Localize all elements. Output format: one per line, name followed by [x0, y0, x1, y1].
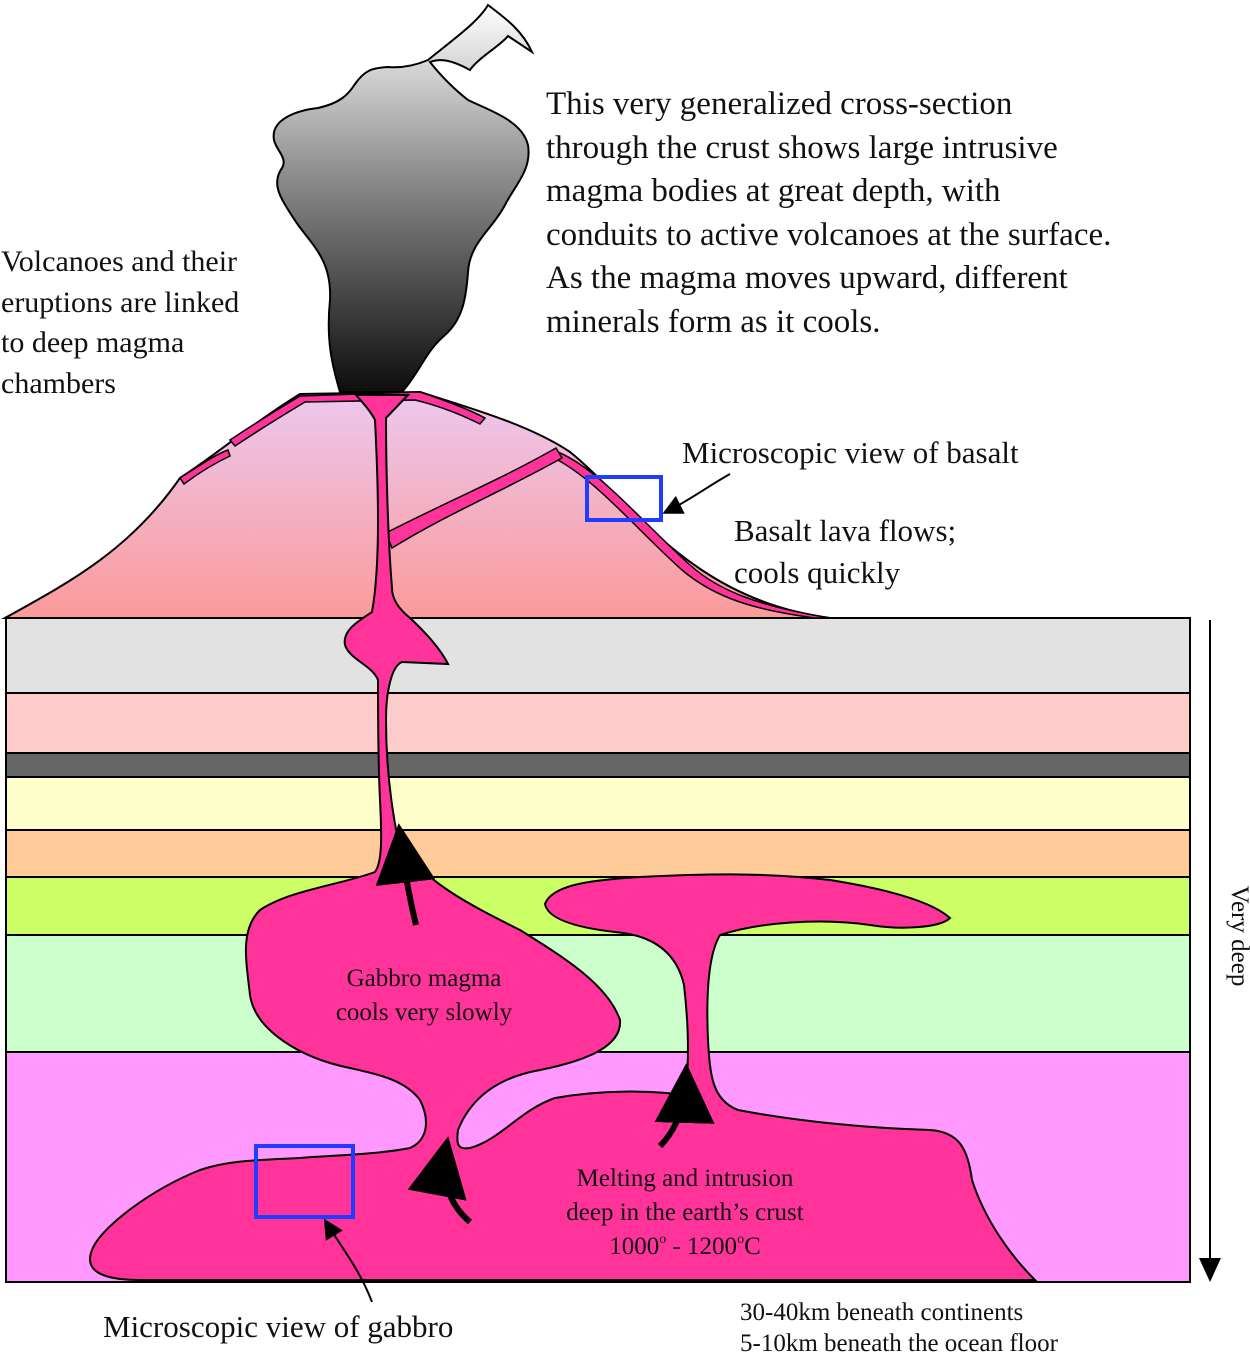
caption-line: minerals form as it cools.	[546, 303, 881, 340]
melting-line: deep in the earth’s crust	[566, 1199, 804, 1226]
left-flank-lava	[178, 449, 231, 486]
upflow-arrow-chamber	[407, 1136, 472, 1225]
volcano-note-line: Volcanoes and their	[1, 245, 238, 278]
gabbro-view-label: Microscopic view of gabbro	[103, 1309, 454, 1344]
volcano-note-line: to deep magma	[1, 326, 185, 359]
layer-3-dark	[5, 752, 1191, 778]
depth-note-line: 30-40km beneath continents	[740, 1299, 1024, 1326]
melting-line: Melting and intrusion	[576, 1165, 794, 1192]
upflow-arrow-sill	[654, 1063, 715, 1149]
caption-line: through the crust shows large intrusive	[546, 129, 1058, 166]
gabbro-magma-label: Gabbro magma cools very slowly	[300, 962, 548, 1030]
branch-conduit	[385, 446, 564, 550]
gabbro-leader-arrow	[323, 1218, 373, 1303]
basalt-view-label: Microscopic view of basalt	[682, 435, 1019, 470]
summit-lava	[228, 391, 487, 447]
main-magma-body	[89, 394, 1038, 1281]
gabbro-magma-line: Gabbro magma	[346, 965, 502, 992]
caption-text: This very generalized cross-section thro…	[546, 83, 1111, 344]
volcano-note: Volcanoes and their eruptions are linked…	[1, 242, 239, 404]
volcano-note-line: chambers	[1, 366, 116, 400]
temp-high: - 1200	[666, 1233, 738, 1260]
basalt-flows-line: Basalt lava flows;	[734, 513, 957, 548]
caption-line: As the magma moves upward, different	[546, 260, 1068, 296]
caption-line: This very generalized cross-section	[546, 86, 1013, 122]
degree-mark: o	[659, 1232, 667, 1247]
depth-notes: 30-40km beneath continents 5-10km beneat…	[740, 1297, 1058, 1359]
ash-plume	[272, 3, 535, 393]
temp-low: 1000	[609, 1233, 660, 1260]
depth-note-line: 5-10km beneath the ocean floor	[740, 1330, 1058, 1357]
melting-label: Melting and intrusion deep in the earth’…	[520, 1162, 850, 1264]
layer-2-pink	[5, 692, 1191, 754]
layer-5-orange	[5, 829, 1191, 878]
basalt-flows-line: cools quickly	[734, 555, 901, 590]
basalt-flows-label: Basalt lava flows; cools quickly	[734, 510, 956, 594]
upflow-arrow-conduit	[375, 823, 436, 926]
temp-unit: C	[744, 1233, 761, 1260]
volcano-note-line: eruptions are linked	[1, 285, 240, 319]
gabbro-view-box	[254, 1144, 355, 1219]
caption-line: conduits to active volcanoes at the surf…	[546, 216, 1112, 253]
gabbro-magma-line: cools very slowly	[335, 999, 513, 1026]
degree-mark: o	[737, 1232, 745, 1247]
basalt-leader-arrow	[662, 473, 731, 514]
layer-4-cream	[5, 776, 1191, 831]
depth-label: Very deep	[1226, 885, 1250, 987]
caption-line: magma bodies at great depth, with	[546, 173, 1001, 209]
melting-temperature: 1000o - 1200oC	[520, 1230, 850, 1264]
layer-1-gray	[5, 617, 1191, 694]
basalt-view-box	[585, 475, 663, 522]
depth-arrow-head	[1199, 1258, 1221, 1282]
